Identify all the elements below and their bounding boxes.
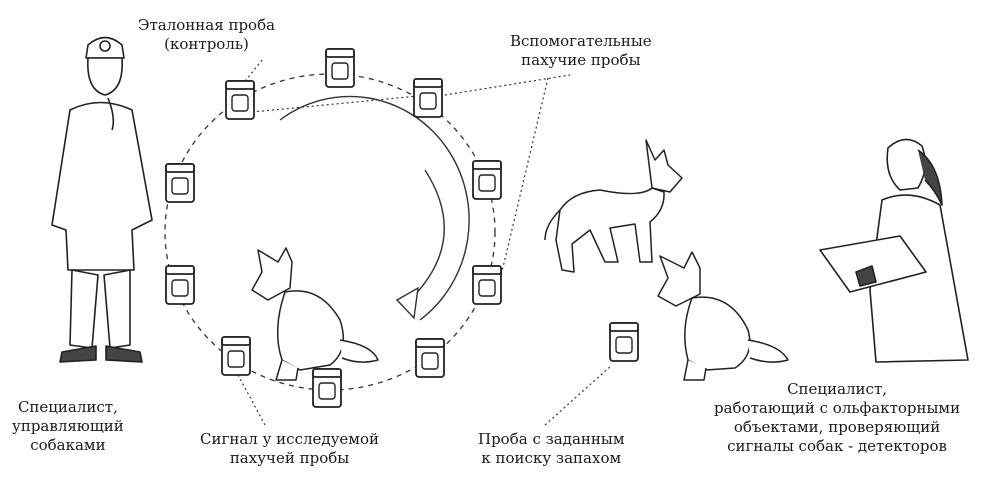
specialist-woman-illustration: [819, 138, 969, 363]
pointer-signal: [237, 374, 266, 426]
standing-dog-illustration: [544, 139, 683, 273]
sample-jar-reference: [225, 80, 255, 120]
label-specialist: Специалист, работающий с ольфакторными о…: [714, 380, 960, 456]
label-target-sample: Проба с заданным к поиску запахом: [478, 430, 625, 468]
label-signal-line-2: пахучей пробы: [229, 449, 350, 467]
label-handler-line-2: управляющий: [12, 417, 124, 435]
sample-jar-signal: [221, 336, 251, 376]
label-reference-sample-line-1: Эталонная проба: [138, 16, 276, 34]
label-target-sample-line-1: Проба с заданным: [478, 430, 625, 448]
sitting-dog-illustration: [251, 247, 379, 381]
label-reference-sample-line-2: (контроль): [164, 35, 249, 53]
label-handler-line-3: собаками: [30, 436, 106, 454]
label-specialist-line-4: сигналы собак - детекторов: [727, 437, 947, 455]
label-auxiliary-samples-line-2: пахучие пробы: [521, 51, 641, 69]
circular-arrowhead: [395, 286, 419, 320]
sample-jar: [312, 368, 342, 408]
sample-jar: [165, 265, 195, 305]
label-auxiliary-samples-line-1: Вспомогательные: [510, 32, 652, 50]
label-specialist-line-2: работающий с ольфакторными: [714, 399, 961, 417]
pointer-target: [544, 364, 613, 426]
label-signal: Сигнал у исследуемой пахучей пробы: [200, 430, 379, 468]
label-handler-line-1: Специалист,: [17, 398, 118, 416]
label-specialist-line-3: объектами, проверяющий: [733, 418, 941, 436]
label-handler: Специалист, управляющий собаками: [12, 398, 124, 455]
circular-arrow-curve-right: [409, 169, 445, 301]
pointer-aux-1: [251, 95, 419, 113]
sample-jar: [472, 265, 502, 305]
sample-jar: [472, 160, 502, 200]
pointer-aux-2: [444, 74, 571, 96]
pointer-aux-3: [499, 77, 549, 281]
label-auxiliary-samples: Вспомогательные пахучие пробы: [510, 32, 652, 70]
label-signal-line-1: Сигнал у исследуемой: [200, 430, 380, 448]
sample-jar: [325, 48, 355, 88]
label-reference-sample: Эталонная проба (контроль): [138, 16, 275, 54]
sample-jar: [413, 78, 443, 118]
label-target-sample-line-2: к поиску запахом: [481, 449, 622, 467]
circular-arrow: [279, 95, 470, 321]
sample-jar: [415, 338, 445, 378]
label-specialist-line-1: Специалист,: [787, 380, 888, 398]
sitting-dog-right-illustration: [657, 251, 789, 381]
sample-jar-target: [609, 322, 639, 362]
handler-man-illustration: [51, 36, 153, 363]
sample-jar: [165, 163, 195, 203]
